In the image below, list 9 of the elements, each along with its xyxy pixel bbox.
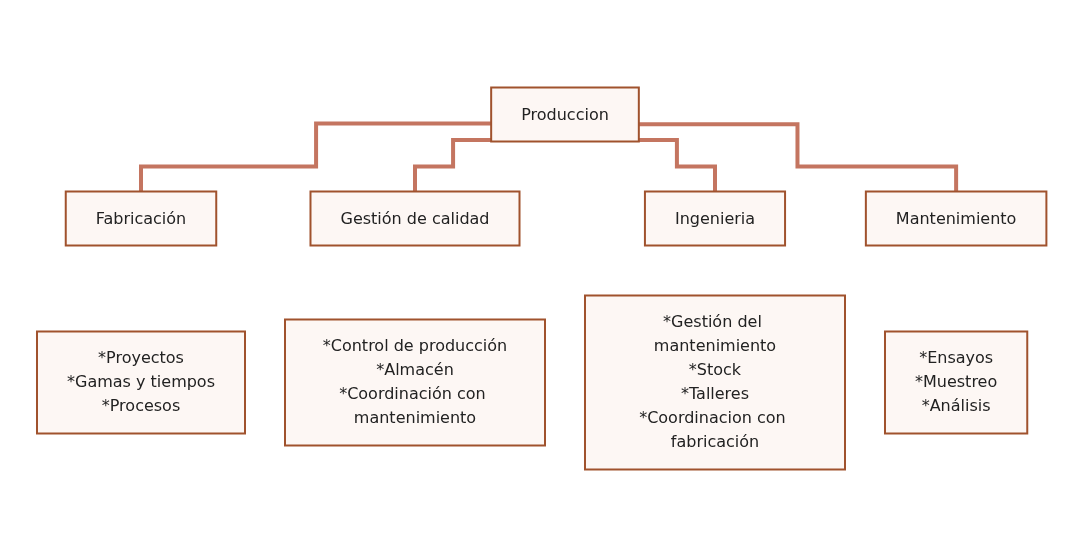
node-box: Gestión de calidad	[309, 190, 521, 247]
node-box: *Ensayos *Muestreo *Análisis	[883, 330, 1029, 435]
node-box: Ingenieria	[643, 190, 786, 247]
node-box: *Proyectos *Gamas y tiempos *Procesos	[35, 330, 246, 435]
node-box: *Control de producción *Almacén *Coordinación con mantenimiento	[283, 318, 546, 447]
node-box: Mantenimiento	[864, 190, 1048, 247]
node-box: Fabricación	[64, 190, 218, 247]
node-box: *Gestión del mantenimiento *Stock *Talleres *Coordinacion con fabricación	[583, 294, 846, 471]
node-box: Produccion	[489, 86, 640, 143]
